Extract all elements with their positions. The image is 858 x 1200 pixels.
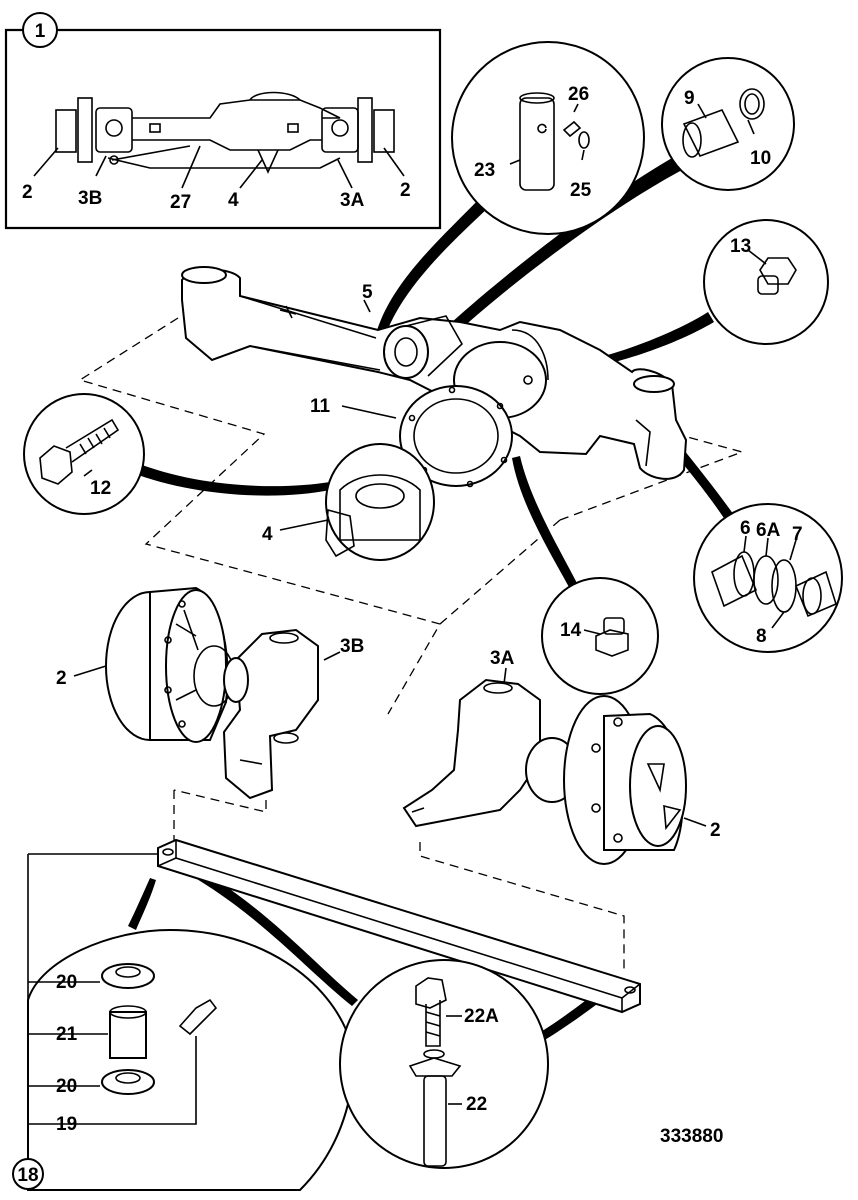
label-tie-detail: 18 xyxy=(17,1165,38,1186)
bolt-detail: 12 xyxy=(23,393,145,515)
bush-outer xyxy=(682,122,702,158)
bush-leader-band xyxy=(452,158,682,330)
label-bush-top: 20 xyxy=(56,972,77,993)
tie-detail-leader-band xyxy=(128,878,156,930)
label-bush-sleeve: 21 xyxy=(56,1024,78,1045)
label-knuckle-left: 3B xyxy=(340,636,364,657)
bush-top xyxy=(101,963,155,989)
bush-detail: 9 10 xyxy=(661,57,795,191)
label-axle-beam: 5 xyxy=(362,282,373,303)
knuckle-left: 3B xyxy=(222,628,364,800)
hub-right: 2 xyxy=(563,695,721,865)
drain-plug-detail-circle xyxy=(541,577,659,695)
tie-pin-icon xyxy=(423,1075,447,1167)
bearing-detail-circle xyxy=(693,503,843,653)
grease-nipple-icon xyxy=(178,998,218,1036)
tie-detail-callout-circle xyxy=(12,1158,44,1190)
label-spacer: 6A xyxy=(756,520,781,541)
pivot-pin-detail: 23 26 25 xyxy=(451,41,645,235)
tie-bolt-detail-circle xyxy=(339,959,549,1169)
inset-label-hub-left: 2 xyxy=(22,182,33,203)
bearing-detail: 6 6A 7 8 xyxy=(693,503,843,653)
bush-bottom xyxy=(101,1069,155,1095)
inset-label-hub-right: 2 xyxy=(400,180,411,201)
label-drain-plug: 14 xyxy=(560,620,582,641)
washer-icon xyxy=(578,131,590,149)
label-plug: 13 xyxy=(730,236,751,257)
bush-sleeve xyxy=(109,1011,147,1059)
gasket: 11 xyxy=(310,385,513,488)
differential: 4 xyxy=(262,443,435,561)
inset-label-rod: 27 xyxy=(170,192,191,213)
bolt-leader-band xyxy=(130,462,330,496)
pivot-pin-detail-circle xyxy=(451,41,645,235)
inset-callout-circle xyxy=(22,12,58,48)
drain-plug-leader-band xyxy=(512,456,578,589)
label-bolt: 12 xyxy=(90,478,111,499)
label-gasket: 11 xyxy=(310,396,331,417)
label-differential: 4 xyxy=(262,524,273,545)
tie-bolt-icon xyxy=(415,977,447,1009)
inset-label-knuckle-left: 3B xyxy=(78,188,102,209)
inset-label-knuckle-right: 3A xyxy=(340,190,365,211)
label-tie-bolt: 22A xyxy=(464,1006,499,1027)
plug-leader-band xyxy=(596,312,714,366)
label-race: 8 xyxy=(756,626,767,647)
pivot-pin xyxy=(519,97,555,191)
hub-left: 2 xyxy=(56,586,235,743)
plug-detail: 13 xyxy=(703,219,829,345)
drawing-number: 333880 xyxy=(660,1126,723,1147)
label-screw: 26 xyxy=(568,84,589,105)
plug-icon xyxy=(759,257,797,285)
inset-callout-label: 1 xyxy=(35,21,46,42)
label-washer: 25 xyxy=(570,180,592,201)
bush-detail-circle xyxy=(661,57,795,191)
knuckle-right: 3A xyxy=(402,648,579,828)
label-pivot-pin: 23 xyxy=(474,160,495,181)
tie-bar-detail: 18 20 21 20 19 xyxy=(12,853,354,1191)
axle-beam: 5 xyxy=(78,266,745,715)
bearing-icon xyxy=(711,554,758,608)
tie-bolt-detail: 22A 22 xyxy=(339,959,549,1169)
axle-pivot-boss xyxy=(383,325,429,379)
label-seal: 7 xyxy=(792,524,803,545)
label-bush-inner: 10 xyxy=(750,148,771,169)
label-hub-right: 2 xyxy=(710,820,721,841)
tie-bolt-leader-band-left xyxy=(170,856,358,1006)
tie-bar xyxy=(157,838,641,1014)
inset-label-diff: 4 xyxy=(228,190,239,211)
label-knuckle-right: 3A xyxy=(490,648,515,669)
screw-icon xyxy=(562,120,582,138)
inset-axle-sketch xyxy=(55,91,395,174)
drain-plug-detail: 14 xyxy=(541,577,659,695)
bolt-icon xyxy=(39,445,73,485)
tie-pin-flange xyxy=(408,1057,462,1077)
label-grease-nipple: 19 xyxy=(56,1114,77,1135)
label-hub-left: 2 xyxy=(56,668,67,689)
bush-inner xyxy=(739,88,765,120)
label-bush-outer: 9 xyxy=(684,88,695,109)
drain-plug-icon xyxy=(595,629,629,657)
label-bush-bottom: 20 xyxy=(56,1076,77,1097)
label-bearing: 6 xyxy=(740,518,751,539)
label-tie-pin: 22 xyxy=(466,1094,487,1115)
assembly-inset: 1 2 3B 27 4 xyxy=(4,12,442,230)
